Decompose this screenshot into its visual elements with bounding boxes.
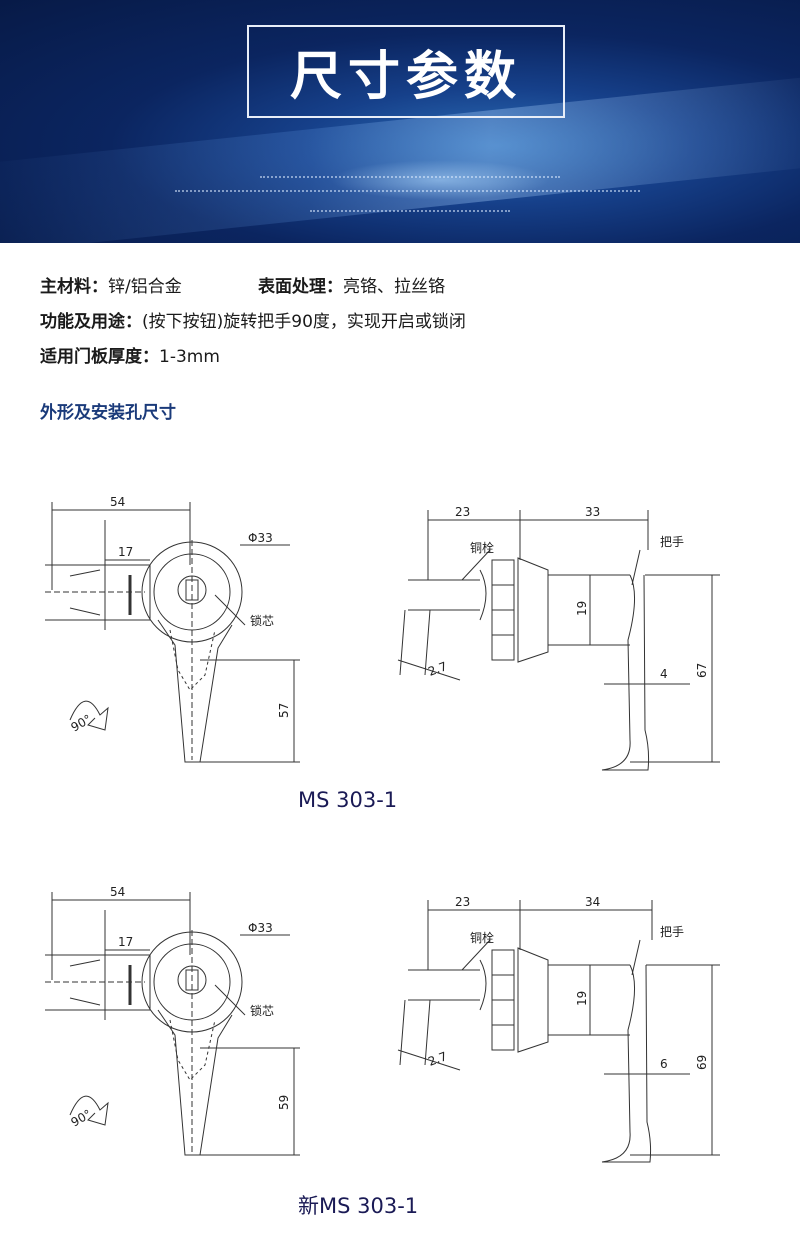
model-label-1: MS 303-1 xyxy=(298,788,398,812)
body-detail xyxy=(69,959,101,1006)
leader-line xyxy=(461,939,491,971)
dim-depth-b-label: 33 xyxy=(585,505,600,519)
neck-lines xyxy=(548,964,630,1036)
dim-plate-label: 2.7 xyxy=(426,659,449,679)
core-label: 锁芯 xyxy=(250,1003,274,1018)
body-outline xyxy=(45,954,151,1011)
dim-slot-label: 17 xyxy=(118,935,133,949)
leader-line xyxy=(631,939,641,976)
dim-height-label: 59 xyxy=(277,1095,291,1110)
dim-dia-label: 19 xyxy=(575,601,589,616)
rotation-arrow-icon xyxy=(69,1095,109,1126)
ext-line xyxy=(399,999,406,1066)
rotation-arrow-icon xyxy=(69,700,109,731)
body-detail xyxy=(69,569,101,616)
dim-height-label: 57 xyxy=(277,703,291,718)
ext-line xyxy=(424,609,431,676)
banner-dotted-line xyxy=(260,176,560,181)
spec-finish-line: 表面处理：亮铬、拉丝铬 xyxy=(258,272,445,297)
thickness-value: 1-3mm xyxy=(159,347,220,367)
function-label: 功能及用途： xyxy=(40,312,142,332)
handle-outline xyxy=(157,1009,233,1156)
knob-inner-circle xyxy=(153,553,231,631)
handle-outline xyxy=(157,619,233,763)
dim-depth-a-label: 23 xyxy=(455,505,470,519)
dim-diameter-label: Φ33 xyxy=(248,531,273,545)
leader-line xyxy=(461,549,491,581)
header-banner: 尺寸参数 xyxy=(0,0,800,243)
bolt-label: 铜栓 xyxy=(470,540,494,555)
dim-diameter-label: Φ33 xyxy=(248,921,273,935)
spec-thickness-line: 适用门板厚度：1-3mm xyxy=(40,342,220,367)
model-label-2: 新MS 303-1 xyxy=(298,1194,419,1218)
leader-line xyxy=(214,984,246,1016)
leader-line xyxy=(214,594,246,626)
handle-side-outline xyxy=(601,574,650,771)
spec-function-line: 功能及用途：(按下按钮)旋转把手90度，实现开启或锁闭 xyxy=(40,307,466,332)
spec-material-line: 主材料：锌/铝合金 xyxy=(40,272,182,297)
ext-line xyxy=(399,609,406,676)
handle-side-outline xyxy=(601,964,652,1163)
dim-handle-width-label: 4 xyxy=(660,667,668,681)
leader-line xyxy=(631,549,641,586)
plate-lines xyxy=(408,969,480,1001)
function-value: (按下按钮)旋转把手90度，实现开启或锁闭 xyxy=(142,312,466,332)
handle-label: 把手 xyxy=(660,535,684,549)
neck-lines xyxy=(548,574,630,646)
material-label: 主材料： xyxy=(40,277,108,297)
dim-side-height-label: 67 xyxy=(695,663,709,678)
thickness-label: 适用门板厚度： xyxy=(40,347,159,367)
dim-line xyxy=(397,1049,461,1071)
dim-side-height-label: 69 xyxy=(695,1055,709,1070)
finish-value: 亮铬、拉丝铬 xyxy=(343,277,445,297)
finish-label: 表面处理： xyxy=(258,277,343,297)
dim-handle-width-label: 6 xyxy=(660,1057,668,1071)
bezel-outline xyxy=(517,947,549,1053)
plate-curve xyxy=(479,959,487,1011)
dim-dia-label: 19 xyxy=(575,991,589,1006)
plate-lines xyxy=(408,579,480,611)
banner-dotted-line xyxy=(310,210,510,215)
banner-dotted-line xyxy=(175,190,640,195)
knob-inner-circle xyxy=(153,943,231,1021)
dim-depth-a-label: 23 xyxy=(455,895,470,909)
drawing-2: 54 17 Φ33 锁芯 59 90° 23 34 铜栓 把手 19 2.7 6… xyxy=(45,885,720,1163)
dim-depth-b-label: 34 xyxy=(585,895,600,909)
banner-title-box: 尺寸参数 xyxy=(247,25,565,118)
banner-glow xyxy=(330,160,550,200)
dim-plate-label: 2.7 xyxy=(426,1049,449,1069)
drawing-1: 54 17 Φ33 锁芯 57 90° 23 33 铜栓 把手 19 2.7 4… xyxy=(45,495,720,771)
handle-label: 把手 xyxy=(660,925,684,939)
dim-line xyxy=(397,659,461,681)
dim-width-label: 54 xyxy=(110,885,125,899)
section-title: 外形及安装孔尺寸 xyxy=(40,403,176,423)
body-outline xyxy=(45,564,151,621)
bolt-label: 铜栓 xyxy=(470,930,494,945)
banner-title: 尺寸参数 xyxy=(289,47,522,107)
material-value: 锌/铝合金 xyxy=(108,277,182,297)
core-label: 锁芯 xyxy=(250,613,274,628)
plate-curve xyxy=(479,569,487,621)
bezel-outline xyxy=(517,557,549,663)
ext-line xyxy=(424,999,431,1066)
dim-width-label: 54 xyxy=(110,495,125,509)
dim-slot-label: 17 xyxy=(118,545,133,559)
